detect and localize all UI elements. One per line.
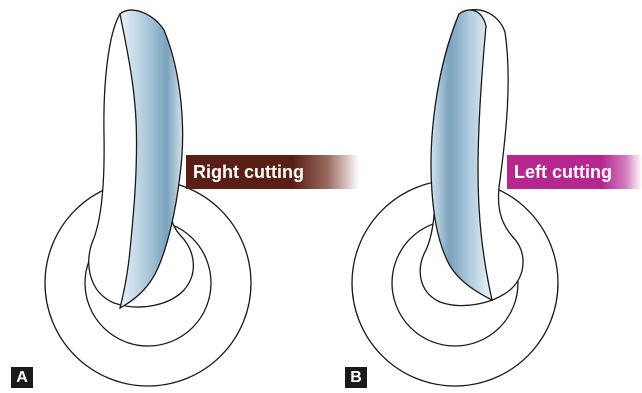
panel-b-drawing	[352, 10, 558, 386]
left-cutting-label: Left cutting	[507, 155, 642, 189]
right-cutting-label: Right cutting	[186, 155, 359, 189]
panel-a-drawing	[45, 10, 251, 386]
panel-b-letter: B	[345, 367, 367, 388]
panel-a-letter: A	[11, 367, 33, 388]
